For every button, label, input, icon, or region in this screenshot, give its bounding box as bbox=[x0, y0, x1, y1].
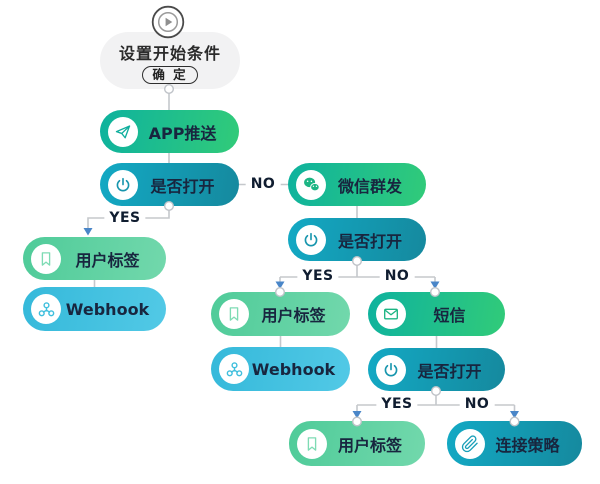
arrow-down-icon bbox=[510, 411, 519, 419]
arrow-down-icon bbox=[352, 411, 362, 419]
play-icon bbox=[151, 5, 185, 39]
power-icon bbox=[108, 169, 138, 200]
node-open-check-2[interactable]: 是否打开 bbox=[288, 218, 426, 261]
node-user-tag-1[interactable]: 用户标签 bbox=[23, 237, 166, 280]
start-condition-node[interactable]: 设置开始条件 确 定 bbox=[100, 32, 240, 89]
node-label: 连接策略 bbox=[495, 435, 560, 455]
node-label: Webhook bbox=[65, 299, 150, 319]
bookmark-icon bbox=[219, 299, 249, 329]
edge-label-no-3: NO bbox=[459, 396, 495, 412]
node-label: 用户标签 bbox=[261, 306, 326, 325]
node-open-check-1[interactable]: 是否打开 bbox=[100, 163, 239, 206]
envelope-icon bbox=[376, 299, 406, 329]
wechat-icon bbox=[296, 169, 326, 200]
power-icon bbox=[376, 354, 406, 385]
power-icon bbox=[296, 224, 326, 255]
edge-label-no-1: NO bbox=[245, 176, 281, 192]
node-label: 微信群发 bbox=[337, 176, 402, 196]
node-user-tag-2[interactable]: 用户标签 bbox=[211, 292, 350, 336]
node-label: 是否打开 bbox=[150, 176, 215, 196]
webhook-icon bbox=[219, 354, 249, 384]
edge-label-no-2: NO bbox=[379, 268, 415, 284]
node-open-check-3[interactable]: 是否打开 bbox=[368, 348, 505, 391]
arrow-down-icon bbox=[430, 281, 440, 289]
node-label: 用户标签 bbox=[337, 435, 402, 455]
start-condition-title: 设置开始条件 bbox=[118, 44, 221, 64]
arrow-down-icon bbox=[83, 228, 93, 236]
node-sms[interactable]: 短信 bbox=[368, 292, 505, 336]
paperclip-icon bbox=[455, 428, 485, 459]
webhook-icon bbox=[31, 294, 61, 324]
play-button[interactable] bbox=[151, 5, 185, 39]
arrow-down-icon bbox=[275, 281, 285, 289]
node-app-push[interactable]: APP推送 bbox=[100, 110, 239, 153]
node-label: 短信 bbox=[433, 306, 466, 325]
node-label: Webhook bbox=[251, 359, 336, 379]
node-webhook-1[interactable]: Webhook bbox=[23, 287, 166, 331]
node-wechat-bulk[interactable]: 微信群发 bbox=[288, 163, 426, 206]
bookmark-icon bbox=[297, 428, 327, 459]
node-label: APP推送 bbox=[148, 123, 217, 143]
node-webhook-2[interactable]: Webhook bbox=[211, 347, 350, 391]
node-user-tag-3[interactable]: 用户标签 bbox=[289, 421, 425, 466]
edge-label-yes-1: YES bbox=[104, 210, 146, 226]
node-label: 是否打开 bbox=[417, 361, 482, 381]
edge-label-yes-3: YES bbox=[376, 396, 418, 412]
send-icon bbox=[108, 116, 138, 147]
arrow-down-icons bbox=[83, 228, 519, 419]
confirm-button[interactable]: 确 定 bbox=[142, 65, 198, 84]
node-label: 是否打开 bbox=[337, 231, 402, 251]
node-link-strategy[interactable]: 连接策略 bbox=[447, 421, 582, 466]
bookmark-icon bbox=[31, 243, 61, 274]
node-label: 用户标签 bbox=[75, 250, 140, 270]
edge-label-yes-2: YES bbox=[297, 268, 339, 284]
